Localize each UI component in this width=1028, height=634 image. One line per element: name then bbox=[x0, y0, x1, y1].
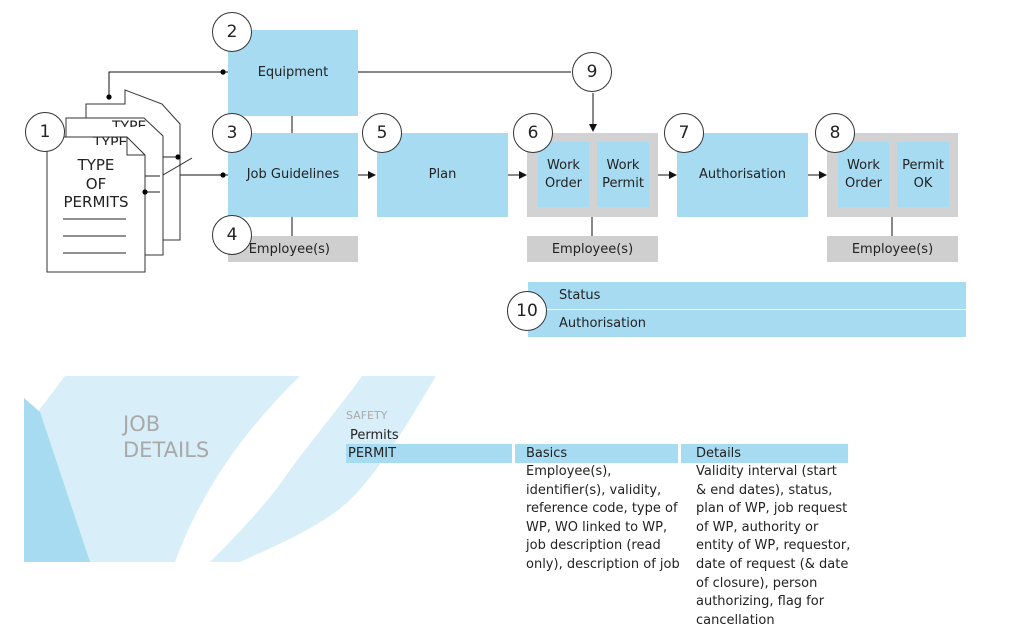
step-7-badge: 7 bbox=[664, 113, 704, 153]
basics-line: only), description of job bbox=[526, 556, 680, 572]
step-2-badge: 2 bbox=[212, 12, 252, 52]
permit-header-label: PERMIT bbox=[348, 446, 397, 461]
basics-header-label: Basics bbox=[526, 446, 568, 461]
details-line: of WP, authority or bbox=[696, 519, 819, 535]
doc-back-text: TYPE bbox=[112, 119, 147, 127]
plan-box: Plan bbox=[377, 133, 508, 217]
details-header-label: Details bbox=[696, 446, 742, 461]
job-details-title-line-2: DETAILS bbox=[123, 438, 210, 462]
step-10-badge: 10 bbox=[507, 291, 547, 331]
details-line: of closure), person bbox=[696, 575, 818, 591]
work-order-box: Work Order bbox=[538, 142, 589, 207]
job-guidelines-box: Job Guidelines bbox=[228, 133, 358, 217]
line-docs-equipment bbox=[108, 71, 228, 97]
arc-band-right bbox=[210, 376, 436, 562]
details-line: date of request (& date bbox=[696, 556, 849, 572]
employee-bar-permit: Employee(s) bbox=[827, 236, 958, 262]
step-8-badge: 8 bbox=[815, 113, 855, 153]
work-order-box-2: Work Order bbox=[838, 142, 889, 207]
status-label: Status bbox=[559, 288, 601, 303]
doc-front-title: TYPE OF PERMITS bbox=[47, 156, 145, 212]
step-3-badge: 3 bbox=[212, 113, 252, 153]
authorisation-bar: Authorisation bbox=[528, 310, 966, 337]
doc-page-front bbox=[46, 136, 146, 273]
arc-band-large bbox=[24, 376, 300, 562]
authorisation-box: Authorisation bbox=[677, 133, 808, 217]
basics-line: Employee(s), bbox=[526, 464, 612, 479]
basics-line: identifier(s), validity, bbox=[526, 482, 662, 498]
basics-header-bar: Basics bbox=[515, 444, 678, 463]
details-line: Validity interval (start bbox=[696, 464, 837, 479]
job-details-title-line-1: JOB bbox=[123, 412, 161, 436]
safety-label: SAFETY bbox=[346, 409, 388, 422]
details-description: Validity interval (start & end dates), s… bbox=[696, 463, 850, 630]
step-4-badge: 4 bbox=[212, 215, 252, 255]
permits-label: Permits bbox=[350, 428, 399, 443]
details-line: entity of WP, requestor, bbox=[696, 538, 851, 554]
doc-front-line-1: TYPE bbox=[77, 156, 115, 174]
job-details-title: JOB DETAILS bbox=[123, 411, 209, 463]
equipment-box: Equipment bbox=[228, 30, 358, 116]
basics-line: reference code, type of bbox=[526, 501, 678, 517]
permit-ok-box: Permit OK bbox=[897, 142, 949, 207]
details-line: & end dates), status, bbox=[696, 482, 833, 498]
arc-wedge-left bbox=[24, 398, 90, 562]
doc-front-line-2: OF bbox=[85, 174, 107, 193]
employee-bar-work-order: Employee(s) bbox=[527, 236, 658, 262]
details-line: authorizing, flag for bbox=[696, 594, 825, 610]
basics-description: Employee(s), identifier(s), validity, re… bbox=[526, 463, 680, 575]
permit-header-bar: PERMIT bbox=[346, 444, 512, 463]
authorisation-label: Authorisation bbox=[559, 316, 647, 331]
step-1-badge: 1 bbox=[25, 112, 65, 152]
step-5-badge: 5 bbox=[362, 113, 402, 153]
details-line: plan of WP, job request bbox=[696, 501, 848, 517]
details-line: cancellation bbox=[696, 612, 775, 628]
details-header-bar: Details bbox=[681, 444, 848, 463]
step-9-badge: 9 bbox=[572, 52, 612, 92]
doc-front-line-3: PERMITS bbox=[63, 193, 129, 211]
basics-line: job description (read bbox=[526, 538, 661, 554]
step-6-badge: 6 bbox=[513, 113, 553, 153]
basics-line: WP, WO linked to WP, bbox=[526, 519, 668, 535]
work-permit-box: Work Permit bbox=[597, 142, 649, 207]
status-bar: Status bbox=[528, 282, 966, 309]
doc-middle-text: TYPE bbox=[93, 135, 128, 145]
